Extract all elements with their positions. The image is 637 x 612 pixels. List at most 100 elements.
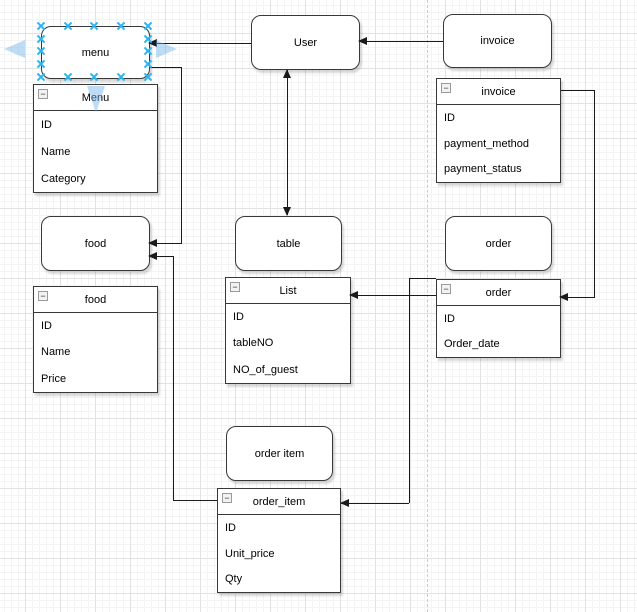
- table-row[interactable]: Name: [34, 138, 157, 165]
- row-label: ID: [41, 320, 52, 333]
- row-label: payment_method: [444, 137, 529, 150]
- edge-orderitem-food-seg3[interactable]: [149, 256, 174, 257]
- edge-menu-food-seg1[interactable]: [149, 67, 182, 68]
- row-label: ID: [444, 312, 455, 325]
- node-invoice-label: invoice: [480, 35, 515, 47]
- table-row[interactable]: ID: [437, 105, 560, 131]
- table-food-header[interactable]: − food: [34, 287, 157, 313]
- edge-invoice-user[interactable]: [359, 41, 443, 42]
- table-menu-header[interactable]: − Menu: [34, 85, 157, 111]
- table-row[interactable]: ID: [34, 111, 157, 138]
- table-order-item-title: order_item: [252, 495, 306, 508]
- table-row[interactable]: payment_method: [437, 131, 560, 157]
- row-label: Name: [41, 145, 71, 158]
- collapse-icon[interactable]: −: [230, 282, 240, 292]
- collapse-icon[interactable]: −: [38, 291, 48, 301]
- connection-point-icon[interactable]: [37, 35, 45, 43]
- table-invoice-header[interactable]: − invoice: [437, 79, 560, 105]
- table-row[interactable]: Name: [34, 339, 157, 365]
- edge-invoicetable-order-seg3[interactable]: [560, 297, 595, 298]
- table-order-title: order: [485, 286, 512, 299]
- table-invoice-body: ID payment_method payment_status: [437, 105, 560, 182]
- table-row[interactable]: ID: [34, 313, 157, 339]
- edge-order-list[interactable]: [350, 295, 436, 296]
- node-user-label: User: [293, 36, 318, 49]
- table-row[interactable]: Order_date: [437, 332, 560, 358]
- node-menu[interactable]: menu: [41, 26, 150, 79]
- node-order-label: order: [485, 237, 512, 250]
- direction-arrow-right-icon[interactable]: [156, 40, 177, 58]
- connection-point-icon[interactable]: [144, 22, 152, 30]
- table-food-body: ID Name Price: [34, 313, 157, 392]
- row-label: Order_date: [444, 338, 500, 351]
- edge-order-orderitem-seg3[interactable]: [341, 503, 409, 504]
- edge-order-orderitem-seg2[interactable]: [409, 278, 410, 503]
- table-row[interactable]: Unit_price: [218, 541, 340, 567]
- table-row[interactable]: ID: [218, 515, 340, 541]
- direction-arrow-left-icon[interactable]: [4, 40, 25, 58]
- table-order-item[interactable]: − order_item ID Unit_price Qty: [217, 488, 341, 593]
- table-row[interactable]: NO_of_guest: [226, 357, 350, 383]
- table-list-body: ID tableNO NO_of_guest: [226, 304, 350, 383]
- arrowhead-at-table-top: [283, 207, 291, 216]
- edge-user-menu[interactable]: [149, 43, 251, 44]
- arrowhead-at-menu: [148, 39, 157, 47]
- table-order-item-header[interactable]: − order_item: [218, 489, 340, 515]
- node-user[interactable]: User: [251, 15, 360, 70]
- node-order[interactable]: order: [445, 216, 552, 271]
- edge-orderitem-food-seg2[interactable]: [173, 256, 174, 501]
- arrowhead-at-user: [358, 37, 367, 45]
- connection-point-icon[interactable]: [37, 47, 45, 55]
- table-order[interactable]: − order ID Order_date: [436, 279, 561, 358]
- connection-point-icon[interactable]: [64, 73, 72, 81]
- table-row[interactable]: ID: [226, 304, 350, 330]
- connection-point-icon[interactable]: [144, 35, 152, 43]
- table-list[interactable]: − List ID tableNO NO_of_guest: [225, 277, 351, 384]
- edge-invoicetable-order-seg1[interactable]: [559, 90, 595, 91]
- connection-point-icon[interactable]: [37, 73, 45, 81]
- edge-orderitem-food-seg1[interactable]: [173, 500, 217, 501]
- arrowhead-at-user-bottom: [283, 69, 291, 78]
- connection-point-icon[interactable]: [144, 60, 152, 68]
- table-invoice[interactable]: − invoice ID payment_method payment_stat…: [436, 78, 561, 183]
- collapse-icon[interactable]: −: [441, 284, 451, 294]
- connection-point-icon[interactable]: [90, 22, 98, 30]
- connection-point-icon[interactable]: [144, 47, 152, 55]
- node-order-item-label: order item: [254, 447, 305, 460]
- connection-point-icon[interactable]: [37, 22, 45, 30]
- collapse-icon[interactable]: −: [441, 83, 451, 93]
- table-row[interactable]: tableNO: [226, 330, 350, 356]
- collapse-icon[interactable]: −: [38, 89, 48, 99]
- edge-menu-food-seg3[interactable]: [149, 243, 182, 244]
- edge-order-orderitem-seg1[interactable]: [409, 278, 436, 279]
- connection-point-icon[interactable]: [90, 73, 98, 81]
- connection-point-icon[interactable]: [144, 73, 152, 81]
- table-menu[interactable]: − Menu ID Name Category: [33, 84, 158, 193]
- arrowhead-at-list: [349, 291, 358, 299]
- table-order-header[interactable]: − order: [437, 280, 560, 306]
- table-order-item-body: ID Unit_price Qty: [218, 515, 340, 592]
- edge-menu-food-seg2[interactable]: [181, 67, 182, 244]
- row-label: Unit_price: [225, 547, 275, 560]
- node-invoice[interactable]: invoice: [443, 14, 552, 68]
- table-list-header[interactable]: − List: [226, 278, 350, 304]
- node-order-item[interactable]: order item: [226, 426, 333, 481]
- table-row[interactable]: Price: [34, 366, 157, 392]
- node-table[interactable]: table: [235, 216, 342, 271]
- connection-point-icon[interactable]: [37, 60, 45, 68]
- table-row[interactable]: Qty: [218, 566, 340, 592]
- connection-point-icon[interactable]: [117, 22, 125, 30]
- direction-arrow-down-icon[interactable]: [87, 86, 105, 113]
- edge-invoicetable-order-seg2[interactable]: [594, 90, 595, 298]
- edge-user-table[interactable]: [287, 69, 288, 215]
- table-row[interactable]: Category: [34, 165, 157, 192]
- table-row[interactable]: payment_status: [437, 156, 560, 182]
- node-food[interactable]: food: [41, 216, 150, 271]
- connection-point-icon[interactable]: [64, 22, 72, 30]
- connection-point-icon[interactable]: [117, 73, 125, 81]
- table-food[interactable]: − food ID Name Price: [33, 286, 158, 393]
- row-label: ID: [41, 118, 52, 131]
- collapse-icon[interactable]: −: [222, 493, 232, 503]
- table-row[interactable]: ID: [437, 306, 560, 332]
